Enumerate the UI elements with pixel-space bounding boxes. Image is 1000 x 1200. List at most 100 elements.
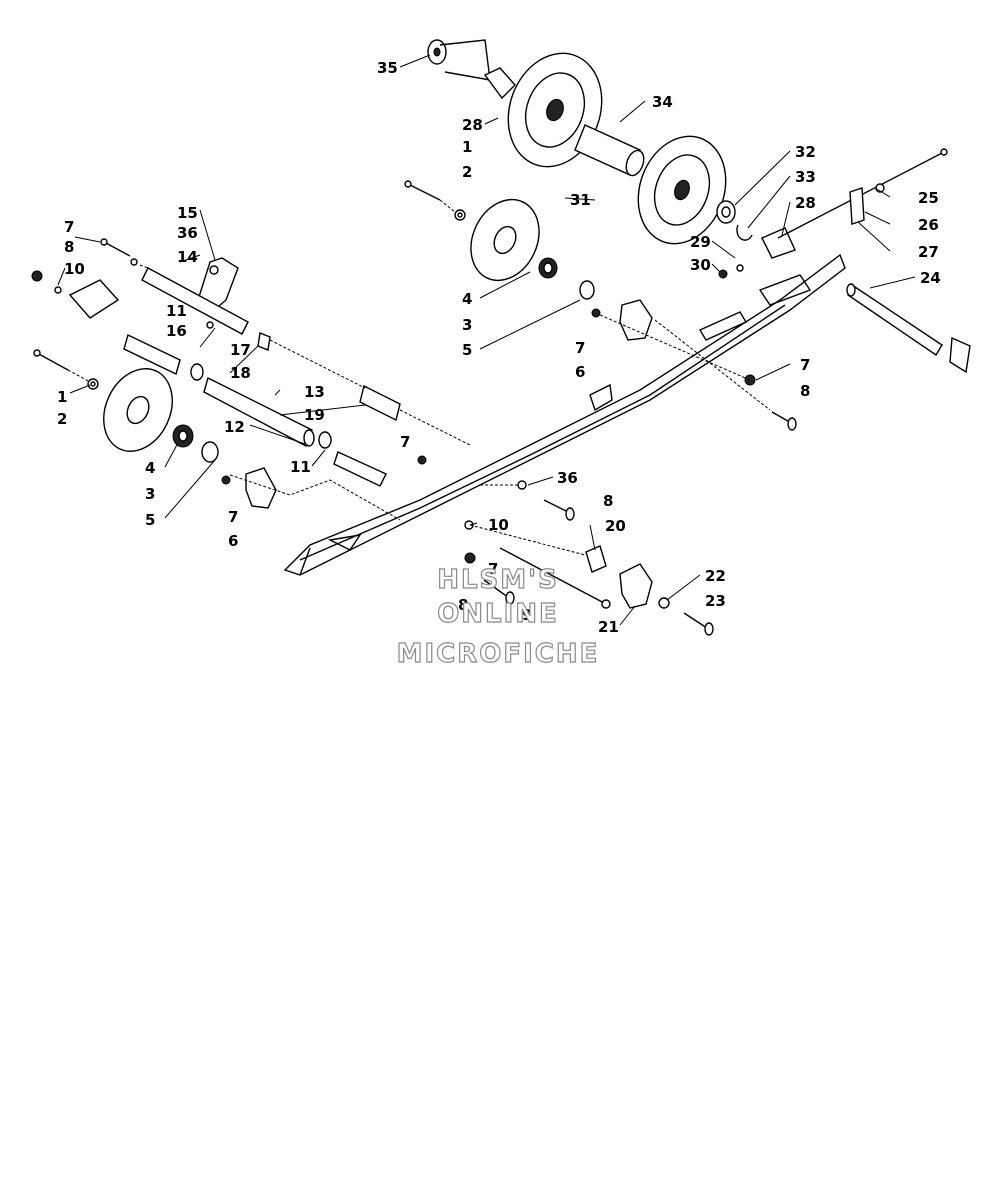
callout-1: 1 — [57, 388, 67, 406]
washer-10-mid — [464, 520, 474, 530]
upper-idler-wheel-left — [507, 52, 603, 168]
callout-1: 1 — [462, 138, 472, 156]
washer-29 — [736, 264, 744, 272]
nut-7-bottom — [464, 552, 476, 564]
callout-7: 7 — [575, 339, 585, 357]
shaft-lower — [333, 451, 387, 487]
washer-2-upper — [454, 209, 466, 221]
spacer-35 — [427, 39, 491, 81]
watermark-line-1: HLSM'S — [437, 565, 559, 595]
axle-cap-28-right — [761, 227, 796, 259]
callout-10: 10 — [488, 516, 509, 534]
pivot-block — [68, 279, 120, 319]
callout-29: 29 — [690, 233, 711, 251]
shaft-11-upper — [123, 334, 181, 375]
callout-18: 18 — [230, 364, 251, 382]
callout-23: 23 — [705, 592, 726, 610]
bolt-9 — [499, 547, 611, 609]
bushing-20 — [585, 545, 607, 573]
nut-7-mid — [417, 455, 427, 465]
bolt-1-upper — [404, 180, 441, 201]
axle-cap-28-left — [483, 67, 516, 100]
callout-2: 2 — [462, 163, 472, 181]
bearing-4-upper — [538, 257, 558, 279]
pin-14 — [141, 267, 249, 335]
nut-7-left — [31, 270, 43, 282]
callout-7: 7 — [800, 356, 810, 374]
callout-28: 28 — [795, 194, 816, 212]
callout-11: 11 — [166, 302, 187, 320]
leader-lines — [57, 54, 916, 626]
callout-24: 24 — [920, 269, 941, 287]
callout-3: 3 — [462, 316, 472, 334]
washer-10-left — [54, 286, 62, 294]
washer-2-lower — [87, 378, 99, 390]
washer-36-mid — [517, 480, 527, 490]
snap-ring-33 — [736, 224, 753, 241]
slide-rail — [283, 253, 846, 576]
callout-8: 8 — [64, 238, 74, 256]
callout-4: 4 — [462, 290, 472, 308]
callout-5: 5 — [462, 341, 472, 359]
callout-9: 9 — [522, 606, 532, 624]
bearing-4-lower — [172, 424, 194, 448]
nut-7-lower — [221, 475, 231, 485]
washer-36-left — [130, 258, 138, 266]
washer-22 — [658, 597, 670, 609]
callout-21: 21 — [598, 618, 619, 636]
callout-13: 13 — [304, 383, 325, 401]
callout-17: 17 — [230, 341, 251, 359]
nut-30 — [718, 269, 728, 279]
nut-7-right — [744, 374, 756, 386]
callout-7: 7 — [64, 218, 74, 236]
callout-19: 19 — [304, 406, 325, 424]
wheel-3-upper — [470, 198, 540, 282]
upper-idler-wheel-right — [637, 135, 727, 245]
callout-36: 36 — [177, 224, 198, 242]
bracket-27 — [849, 187, 865, 225]
callout-6: 6 — [228, 532, 238, 550]
callout-31: 31 — [570, 191, 591, 209]
callout-22: 22 — [705, 567, 726, 585]
ring-5-lower — [201, 441, 219, 463]
assembly-lines — [67, 199, 771, 556]
callout-34: 34 — [652, 93, 673, 111]
bolt-23 — [683, 612, 714, 636]
ring-5-upper — [579, 280, 595, 300]
callout-28: 28 — [462, 116, 483, 134]
callout-10: 10 — [64, 260, 85, 278]
callout-4: 4 — [145, 459, 155, 477]
idler-axle-tube — [574, 124, 645, 177]
callout-5: 5 — [145, 511, 155, 529]
callout-7: 7 — [228, 508, 238, 526]
bolt-8-bottom — [483, 579, 515, 605]
callout-32: 32 — [795, 143, 816, 161]
watermark: HLSM'S ONLINE MICROFICHE — [396, 564, 598, 669]
callout-12: 12 — [224, 418, 245, 436]
mount-6-upper — [619, 299, 653, 341]
callout-36: 36 — [557, 469, 578, 487]
bearing-32 — [716, 200, 736, 224]
callout-30: 30 — [690, 256, 711, 274]
callout-16: 16 — [166, 322, 187, 340]
callout-14: 14 — [177, 248, 198, 266]
sleeve-19 — [359, 384, 401, 422]
block-21 — [619, 563, 653, 609]
ring-12 — [190, 363, 204, 381]
bolt-8-right — [771, 411, 797, 431]
bolt-8-mid — [543, 499, 575, 521]
callout-20: 20 — [605, 517, 626, 535]
callout-26: 26 — [918, 216, 939, 234]
callout-7: 7 — [400, 433, 410, 451]
bolt-8-left — [100, 238, 131, 257]
callout-8: 8 — [603, 492, 613, 510]
callout-2: 2 — [57, 410, 67, 428]
callout-6: 6 — [575, 363, 585, 381]
callout-8: 8 — [458, 596, 468, 614]
mount-6-lower — [245, 467, 277, 509]
clip-16-17 — [206, 321, 214, 329]
callout-35: 35 — [377, 59, 398, 77]
callout-11: 11 — [290, 458, 311, 476]
callout-labels: 35 34 28 1 2 31 32 33 28 25 26 27 29 30 … — [57, 59, 941, 636]
